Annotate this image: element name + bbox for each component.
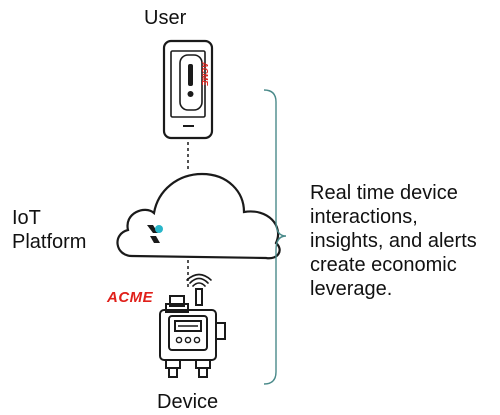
device-label: Device	[157, 391, 219, 413]
cloud-icon	[116, 172, 281, 260]
phone-brand-logo: ACME	[200, 61, 209, 86]
iot-platform-label: IoT Platform	[12, 207, 87, 253]
brace-bracket	[263, 89, 287, 385]
user-label: User	[144, 7, 187, 29]
phone-icon	[162, 39, 214, 140]
device-brand-logo: ACME	[106, 289, 154, 306]
caption-text: Real time device interactions, insights,…	[310, 182, 477, 300]
device-icon	[159, 288, 226, 378]
platform-logo-icon	[147, 225, 163, 243]
wifi-signal-icon	[186, 273, 212, 287]
